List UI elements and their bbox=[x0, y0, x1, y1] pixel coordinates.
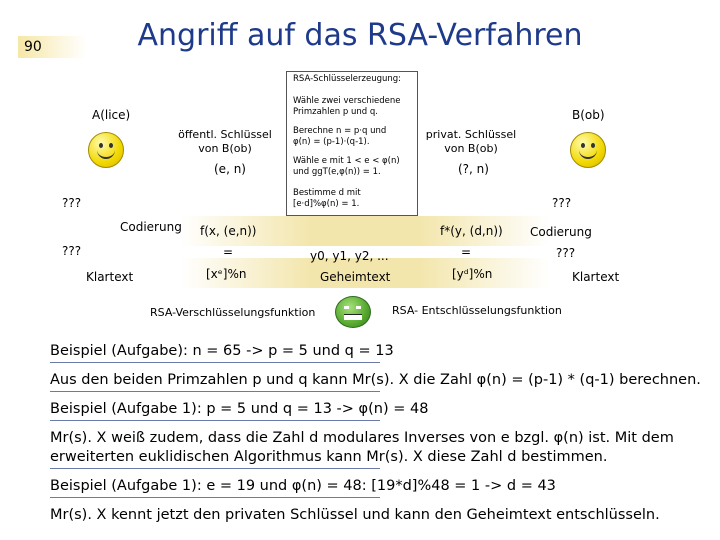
private-key-label: privat. Schlüssel von B(ob) bbox=[416, 128, 526, 156]
keygen-title: RSA-Schlüsselerzeugung: bbox=[293, 74, 402, 84]
private-key-value: (?, n) bbox=[458, 162, 489, 176]
public-key-line1: öffentl. Schlüssel bbox=[178, 128, 272, 141]
text-phi-computation: Aus den beiden Primzahlen p und q kann M… bbox=[50, 372, 701, 388]
codierung-right: Codierung bbox=[530, 225, 592, 239]
alice-label: A(lice) bbox=[92, 108, 131, 122]
text-example-d: Beispiel (Aufgabe 1): e = 19 und φ(n) = … bbox=[50, 478, 556, 494]
text-conclusion: Mr(s). X kennt jetzt den privaten Schlüs… bbox=[50, 507, 660, 523]
attacker-face-icon bbox=[335, 296, 371, 328]
public-key-line2: von B(ob) bbox=[198, 142, 252, 155]
decryption-result: [yᵈ]%n bbox=[452, 267, 493, 281]
right-unknown-bottom: ??? bbox=[556, 246, 576, 260]
klartext-right: Klartext bbox=[572, 270, 620, 284]
alice-smiley-icon bbox=[88, 132, 124, 168]
keygen-line: Wähle e mit 1 < e < φ(n) bbox=[293, 156, 400, 166]
encryption-formula: f(x, (e,n)) bbox=[200, 224, 257, 238]
geheimtext-label: Geheimtext bbox=[320, 270, 391, 284]
key-generation-box: RSA-Schlüsselerzeugung: Wähle zwei versc… bbox=[286, 71, 418, 216]
left-unknown-bottom: ??? bbox=[62, 244, 82, 258]
keygen-line: Primzahlen p und q. bbox=[293, 107, 378, 117]
public-key-value: (e, n) bbox=[214, 162, 246, 176]
keygen-line: Bestimme d mit bbox=[293, 188, 361, 198]
encryption-function-label: RSA-Verschlüsselungsfunktion bbox=[150, 306, 316, 319]
text-example-n: Beispiel (Aufgabe): n = 65 -> p = 5 und … bbox=[50, 343, 394, 359]
text-example-phi: Beispiel (Aufgabe 1): p = 5 und q = 13 -… bbox=[50, 401, 429, 417]
right-unknown-top: ??? bbox=[552, 196, 572, 210]
keygen-line: φ(n) = (p-1)·(q-1). bbox=[293, 137, 370, 147]
left-unknown-top: ??? bbox=[62, 196, 82, 210]
keygen-line: Berechne n = p·q und bbox=[293, 126, 387, 136]
separator bbox=[50, 497, 380, 498]
decryption-equals: = bbox=[461, 245, 472, 259]
separator bbox=[50, 420, 380, 421]
decryption-function-label: RSA- Entschlüsselungsfunktion bbox=[392, 304, 562, 317]
codierung-left: Codierung bbox=[120, 220, 182, 234]
klartext-left: Klartext bbox=[86, 270, 134, 284]
encryption-result: [xᵉ]%n bbox=[206, 267, 247, 281]
keygen-line: Wähle zwei verschiedene bbox=[293, 96, 401, 106]
page-title: Angriff auf das RSA-Verfahren bbox=[137, 18, 583, 53]
decryption-formula: f*(y, (d,n)) bbox=[440, 224, 503, 238]
keygen-line: [e·d]%φ(n) = 1. bbox=[293, 199, 360, 209]
encryption-equals: = bbox=[223, 245, 234, 259]
encoding-band bbox=[180, 216, 550, 246]
separator bbox=[50, 468, 380, 469]
private-key-line1: privat. Schlüssel bbox=[425, 128, 517, 141]
result-band bbox=[180, 258, 550, 288]
separator bbox=[50, 391, 380, 392]
cipher-values: y0, y1, y2, ... bbox=[310, 249, 389, 263]
public-key-label: öffentl. Schlüssel von B(ob) bbox=[170, 128, 280, 156]
bob-smiley-icon bbox=[570, 132, 606, 168]
page-number: 90 bbox=[18, 36, 86, 58]
separator bbox=[50, 362, 380, 363]
text-inverse-line1: Mr(s). X weiß zudem, dass die Zahl d mod… bbox=[50, 430, 674, 446]
private-key-line2: von B(ob) bbox=[444, 142, 498, 155]
bob-label: B(ob) bbox=[572, 108, 605, 122]
keygen-line: und ggT(e,φ(n)) = 1. bbox=[293, 167, 381, 177]
text-inverse-line2: erweiterten euklidischen Algorithmus kan… bbox=[50, 449, 608, 465]
